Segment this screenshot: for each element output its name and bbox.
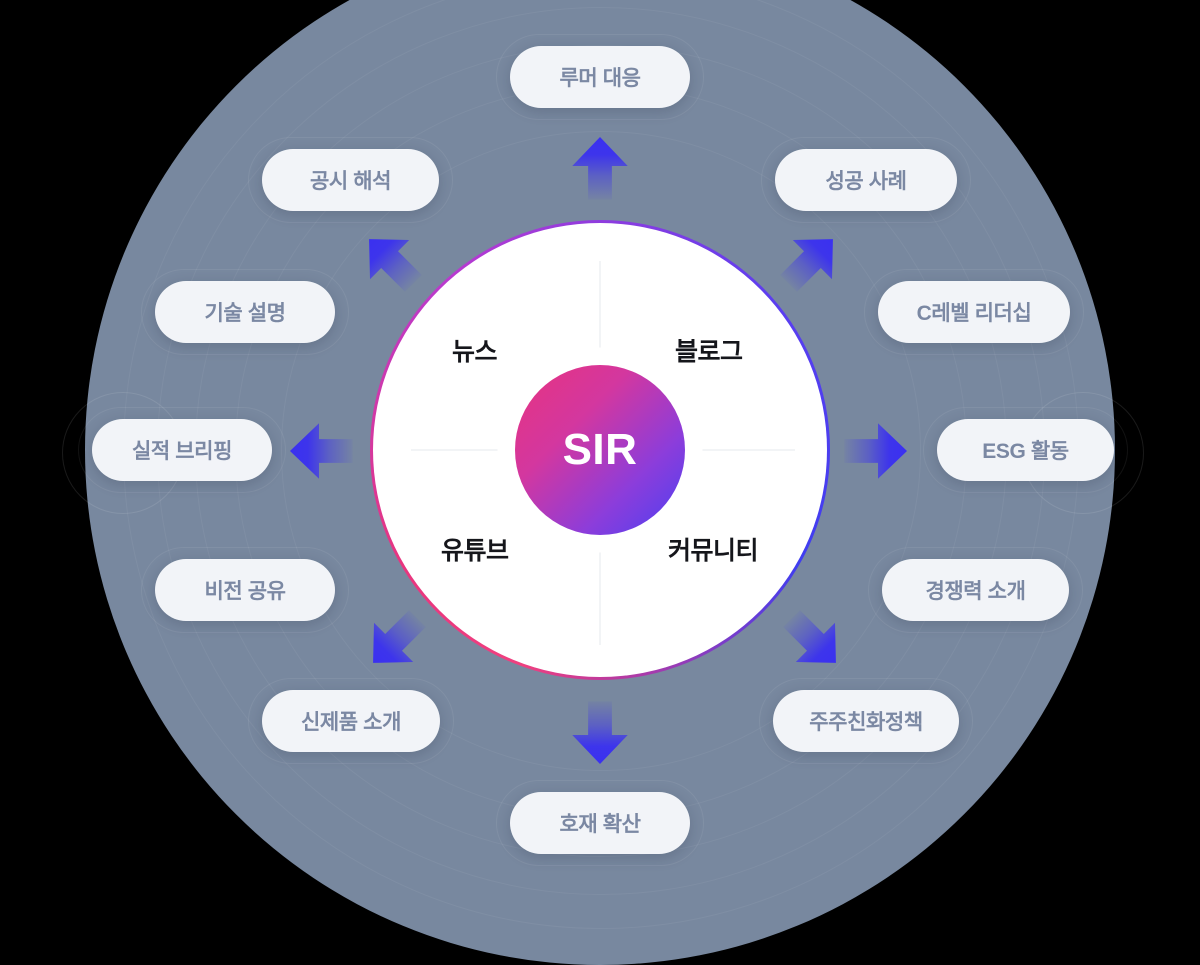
outer-item-rumor[interactable]: 루머 대응: [496, 34, 704, 120]
center-core-label: SIR: [562, 425, 638, 474]
quadrant-label-news: 뉴스: [452, 338, 498, 366]
outer-item-success[interactable]: 성공 사례: [761, 137, 971, 223]
outer-item-clevel[interactable]: C레벨 리더십: [864, 269, 1084, 355]
arrow-left-icon: [288, 418, 354, 484]
arrow-down-icon: [567, 700, 633, 766]
arrow-up-right-icon: [764, 214, 857, 307]
arrow-right-icon: [843, 418, 909, 484]
outer-item-disclosure[interactable]: 공시 해석: [248, 137, 453, 223]
quadrant-label-blog: 블로그: [675, 338, 743, 366]
diagram-canvas: 뉴스 블로그 유튜브 커뮤니티 SIR 루머 대응 성공 사례 C레벨 리더십 …: [62, 0, 1144, 965]
arrow-up-icon: [567, 135, 633, 201]
outer-item-goodnews[interactable]: 호재 확산: [496, 780, 704, 866]
center-core: SIR: [515, 365, 685, 535]
outer-item-compete[interactable]: 경쟁력 소개: [868, 547, 1083, 633]
outer-item-tech[interactable]: 기술 설명: [141, 269, 349, 355]
arrow-down-right-icon: [767, 594, 860, 687]
arrow-up-left-icon: [344, 214, 437, 307]
quadrant-label-community: 커뮤니티: [668, 537, 759, 565]
arrow-down-left-icon: [348, 594, 441, 687]
outer-item-vision[interactable]: 비전 공유: [141, 547, 349, 633]
outer-item-esg[interactable]: ESG 활동: [923, 407, 1128, 493]
quadrant-label-youtube: 유튜브: [441, 537, 509, 565]
outer-item-newproduct[interactable]: 신제품 소개: [248, 678, 454, 764]
outer-item-earnings[interactable]: 실적 브리핑: [78, 407, 286, 493]
outer-item-shareholder[interactable]: 주주친화정책: [759, 678, 973, 764]
